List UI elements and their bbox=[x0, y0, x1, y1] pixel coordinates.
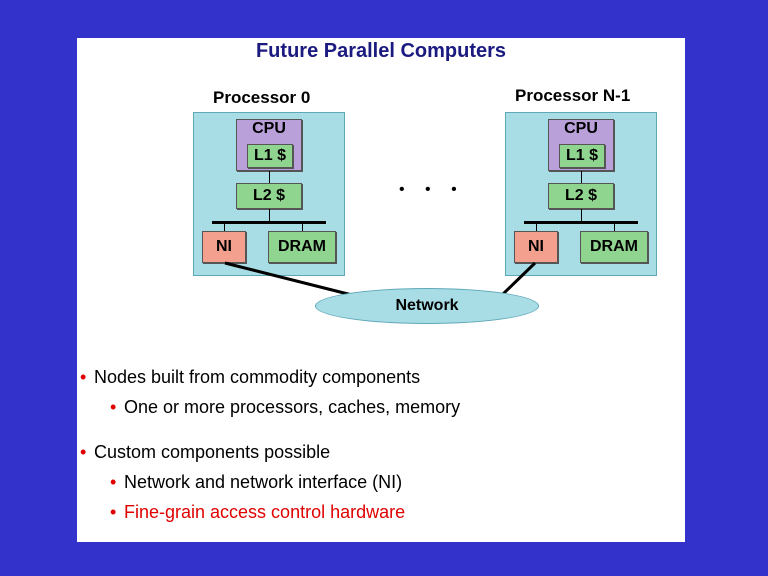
bullet-item: • Nodes built from commodity components bbox=[80, 367, 420, 388]
bus-dram-connector bbox=[614, 223, 615, 231]
bullet-dot-icon: • bbox=[110, 502, 117, 522]
processor-n-1-l1-cache: L1 $ bbox=[559, 144, 605, 168]
l2-bus-connector bbox=[269, 209, 270, 221]
processor-0-l1-cache: L1 $ bbox=[247, 144, 293, 168]
processor-n-1-node: CPU L1 $ L2 $ NI DRAM bbox=[505, 112, 657, 276]
cpu-label: CPU bbox=[252, 120, 286, 137]
slide: Future Parallel Computers Processor 0 CP… bbox=[77, 38, 685, 542]
bullet-text: Nodes built from commodity components bbox=[94, 367, 421, 387]
processor-0-node: CPU L1 $ L2 $ NI DRAM bbox=[193, 112, 345, 276]
bullet-item: • Fine-grain access control hardware bbox=[110, 502, 405, 523]
bullet-dot-icon: • bbox=[110, 397, 117, 417]
bullet-dot-icon: • bbox=[80, 442, 87, 462]
bullet-text: One or more processors, caches, memory bbox=[124, 397, 461, 417]
slide-title: Future Parallel Computers bbox=[255, 40, 507, 62]
ni-n-1-network-link bbox=[500, 261, 537, 297]
bullet-dot-icon: • bbox=[80, 367, 87, 387]
ni-0-network-link bbox=[224, 261, 353, 297]
network-links bbox=[224, 261, 537, 297]
processor-n-1-ni: NI bbox=[514, 231, 558, 263]
processor-0-bus bbox=[212, 221, 326, 224]
network: Network bbox=[315, 288, 539, 324]
bullet-text: Fine-grain access control hardware bbox=[124, 502, 406, 522]
bullet-text: Custom components possible bbox=[94, 442, 331, 462]
cpu-label: CPU bbox=[564, 120, 598, 137]
processor-n-1-bus bbox=[524, 221, 638, 224]
cpu-l2-connector bbox=[581, 171, 582, 183]
ellipsis: • • • bbox=[399, 181, 465, 198]
processor-n-1-dram: DRAM bbox=[580, 231, 648, 263]
bullet-item: • Custom components possible bbox=[80, 442, 330, 463]
bus-dram-connector bbox=[302, 223, 303, 231]
processor-n-1-label: Processor N-1 bbox=[515, 86, 631, 105]
bus-ni-connector bbox=[536, 223, 537, 231]
l2-bus-connector bbox=[581, 209, 582, 221]
processor-0-dram: DRAM bbox=[268, 231, 336, 263]
bullet-item: • One or more processors, caches, memory bbox=[110, 397, 460, 418]
processor-n-1-cpu: CPU L1 $ bbox=[548, 119, 614, 171]
bullet-item: • Network and network interface (NI) bbox=[110, 472, 402, 493]
processor-0-ni: NI bbox=[202, 231, 246, 263]
processor-n-1-l2-cache: L2 $ bbox=[548, 183, 614, 209]
bullet-dot-icon: • bbox=[110, 472, 117, 492]
processor-0-label: Processor 0 bbox=[213, 88, 311, 107]
cpu-l2-connector bbox=[269, 171, 270, 183]
bullet-text: Network and network interface (NI) bbox=[124, 472, 403, 492]
processor-0-cpu: CPU L1 $ bbox=[236, 119, 302, 171]
processor-0-l2-cache: L2 $ bbox=[236, 183, 302, 209]
bus-ni-connector bbox=[224, 223, 225, 231]
